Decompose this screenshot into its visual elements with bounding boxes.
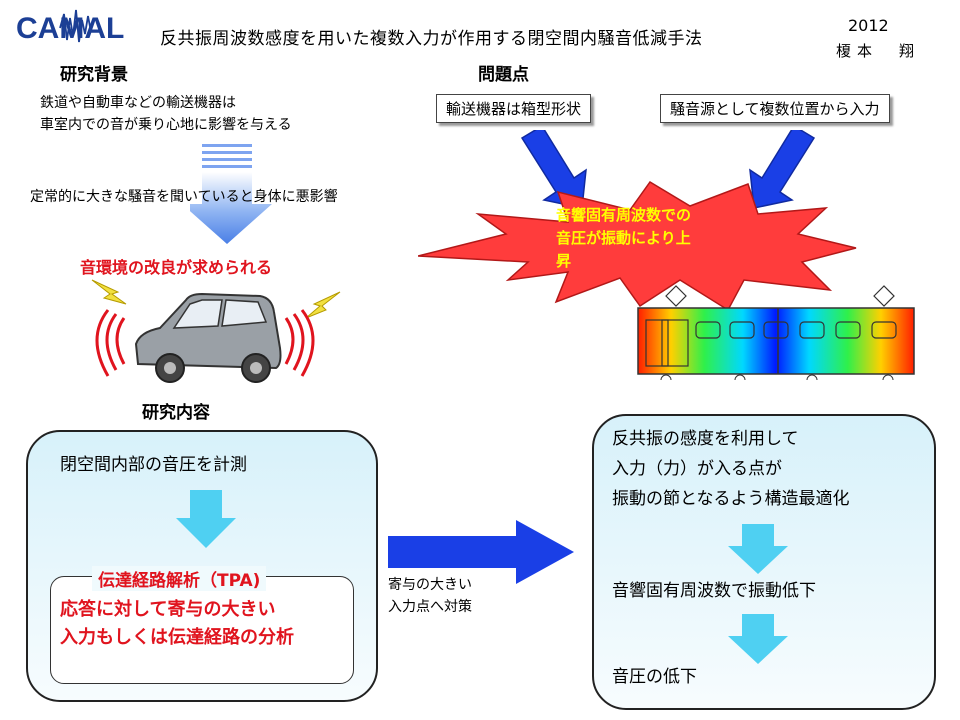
tpa-description: 応答に対して寄与の大きい 入力もしくは伝達経路の分析 xyxy=(60,596,294,652)
burst-text: 音響固有周波数での 音圧が振動により上 昇 xyxy=(556,204,691,273)
lightning-icon xyxy=(305,291,341,319)
background-line-2: 車室内での音が乗り心地に影響を与える xyxy=(40,117,292,133)
background-line-1: 鉄道や自動車などの輸送機器は xyxy=(40,95,236,111)
problem-burst-graphic xyxy=(418,130,915,380)
arrow-icon xyxy=(520,130,587,209)
year-label: 2012 xyxy=(848,16,889,35)
car-illustration xyxy=(91,279,341,383)
down-arrow-icon xyxy=(728,524,788,574)
right-bottom-text: 音圧の低下 xyxy=(612,667,697,687)
background-conclusion: 音環境の改良が求められる xyxy=(80,258,273,277)
tpa-line-2: 入力もしくは伝達経路の分析 xyxy=(60,627,294,648)
burst-line-3: 昇 xyxy=(556,252,572,270)
down-gradient-arrow xyxy=(190,144,272,244)
right-line-2: 入力（力）が入る点が xyxy=(612,459,782,479)
background-line-3: 定常的に大きな騒音を聞いていると身体に悪影響 xyxy=(30,189,338,205)
left-panel-title: 閉空間内部の音圧を計測 xyxy=(60,455,247,475)
right-mid-text: 音響固有周波数で振動低下 xyxy=(612,581,816,601)
tpa-line-1: 応答に対して寄与の大きい xyxy=(60,599,276,620)
burst-line-1: 音響固有周波数での xyxy=(556,206,692,224)
arrow-caption-line-2: 入力点へ対策 xyxy=(388,599,472,615)
burst-line-2: 音圧が振動により上 xyxy=(556,229,691,247)
arrow-caption: 寄与の大きい 入力点へ対策 xyxy=(388,574,472,618)
problem-box-shape: 輸送機器は箱型形状 xyxy=(436,94,592,123)
tpa-label: 伝達経路解析（TPA) xyxy=(92,566,267,591)
right-panel-text: 反共振の感度を利用して 入力（力）が入る点が 振動の節となるよう構造最適化 xyxy=(612,424,850,514)
right-arrow-icon xyxy=(388,520,574,584)
down-arrow-icon xyxy=(176,490,236,548)
background-heading: 研究背景 xyxy=(60,65,128,85)
down-arrow-icon xyxy=(728,614,788,664)
author-name: 榎本 翔 xyxy=(836,42,921,60)
page-title: 反共振周波数感度を用いた複数入力が作用する閉空間内騒音低減手法 xyxy=(160,29,703,49)
camal-logo: CAMAL xyxy=(14,6,132,46)
arrow-caption-line-1: 寄与の大きい xyxy=(388,577,472,593)
arrow-icon xyxy=(749,130,816,209)
problem-box-input: 騒音源として複数位置から入力 xyxy=(660,94,890,123)
right-line-1: 反共振の感度を利用して xyxy=(612,429,799,449)
problem-heading: 問題点 xyxy=(478,65,529,85)
right-line-3: 振動の節となるよう構造最適化 xyxy=(612,489,850,509)
svg-text:CAMAL: CAMAL xyxy=(16,12,124,45)
content-heading: 研究内容 xyxy=(142,403,210,423)
lightning-icon xyxy=(91,279,127,305)
tpa-box xyxy=(50,576,354,684)
